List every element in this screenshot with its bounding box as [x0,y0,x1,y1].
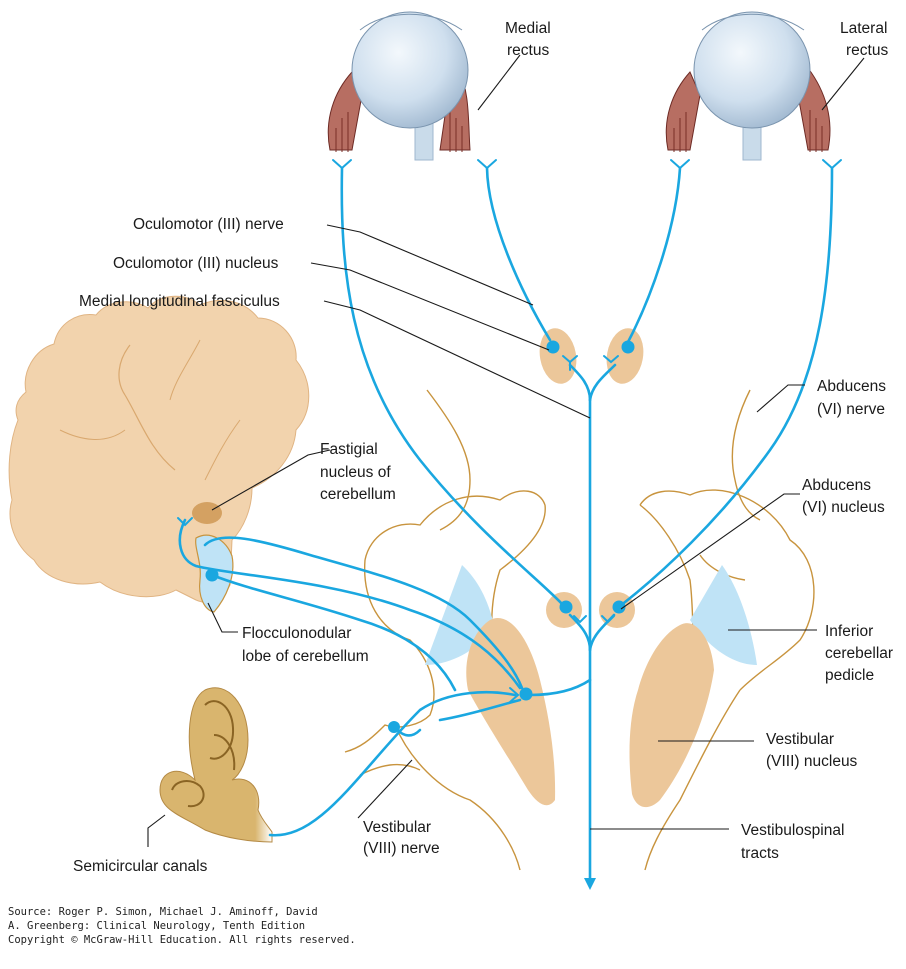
svg-text:pedicle: pedicle [825,667,874,684]
label-semicircular-canals: Semicircular canals [73,858,208,875]
svg-text:Copyright © McGraw-Hill Educat: Copyright © McGraw-Hill Education. All r… [8,934,356,946]
svg-text:Lateral: Lateral [840,20,887,37]
right-pedicle-area [690,565,757,665]
source-caption: Source: Roger P. Simon, Michael J. Amino… [8,906,356,946]
fastigial-nucleus [192,502,222,524]
svg-text:A. Greenberg: Clinical Neurolo: A. Greenberg: Clinical Neurology, Tenth … [8,920,305,932]
label-vestibular-nerve: Vestibular (VIII) nerve [363,819,440,857]
leader-lines [147,54,865,847]
svg-text:nucleus of: nucleus of [320,464,391,481]
svg-text:(VIII) nerve: (VIII) nerve [363,840,440,857]
label-abducens-nucleus: Abducens (VI) nucleus [802,477,885,516]
label-oculomotor-nerve: Oculomotor (III) nerve [133,216,284,233]
svg-text:Vestibular: Vestibular [363,819,431,836]
label-flocculonodular: Flocculonodular lobe of cerebellum [242,625,369,665]
vestibular-nucleus-left [466,618,556,806]
svg-text:rectus: rectus [846,42,888,59]
brainstem [344,328,815,871]
label-medial-rectus: Medial rectus [505,20,551,59]
svg-text:(VIII) nucleus: (VIII) nucleus [766,753,858,770]
svg-text:rectus: rectus [507,42,549,59]
svg-text:(VI) nucleus: (VI) nucleus [802,499,885,516]
label-inferior-pedicle: Inferior cerebellar pedicle [825,623,893,684]
svg-text:Abducens: Abducens [802,477,871,494]
left-eye [327,11,471,161]
label-vestibulospinal: Vestibulospinal tracts [741,822,844,862]
svg-text:lobe of cerebellum: lobe of cerebellum [242,648,369,665]
svg-text:Source: Roger P. Simon, Michae: Source: Roger P. Simon, Michael J. Amino… [8,906,318,918]
svg-text:(VI) nerve: (VI) nerve [817,401,885,418]
label-abducens-nerve: Abducens (VI) nerve [817,378,886,418]
label-fastigial: Fastigial nucleus of cerebellum [320,441,396,503]
label-lateral-rectus: Lateral rectus [840,20,888,59]
right-eye [665,11,831,161]
svg-text:Fastigial: Fastigial [320,441,378,458]
svg-text:tracts: tracts [741,845,779,862]
svg-text:Inferior: Inferior [825,623,873,640]
svg-text:Medial: Medial [505,20,551,37]
svg-text:Vestibulospinal: Vestibulospinal [741,822,844,839]
svg-text:Flocculonodular: Flocculonodular [242,625,351,642]
label-mlf: Medial longitudinal fasciculus [79,293,280,310]
svg-text:cerebellar: cerebellar [825,645,893,662]
svg-text:Abducens: Abducens [817,378,886,395]
semicircular-canals [159,687,273,843]
vestibular-nucleus-right [629,623,714,808]
svg-text:cerebellum: cerebellum [320,486,396,503]
svg-text:Vestibular: Vestibular [766,731,834,748]
label-vestibular-nucleus: Vestibular (VIII) nucleus [766,731,858,770]
label-oculomotor-nucleus: Oculomotor (III) nucleus [113,255,279,272]
cerebellum [8,295,310,613]
nerve-pathways [177,159,842,890]
